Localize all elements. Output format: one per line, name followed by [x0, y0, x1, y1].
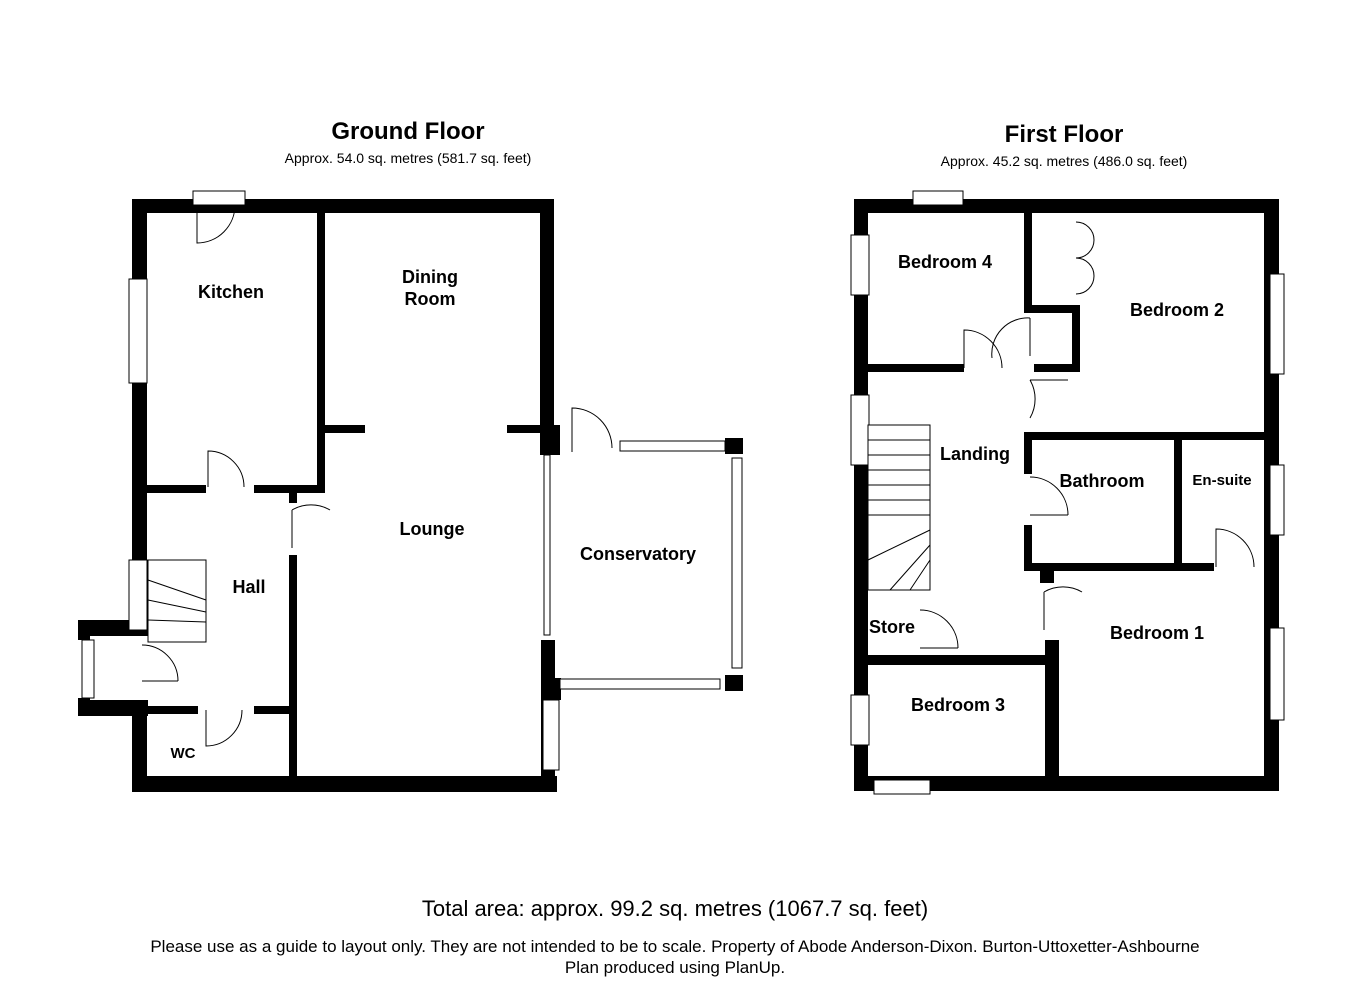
label-dining-line1: Dining: [402, 267, 458, 287]
label-store: Store: [869, 617, 915, 637]
disclaimer-line-1: Please use as a guide to layout only. Th…: [150, 937, 1200, 956]
first-floor-plan: [850, 190, 1285, 795]
first-floor-title: First Floor: [1004, 121, 1124, 148]
disclaimer-line-2: Plan produced using PlanUp.: [564, 958, 786, 977]
ground-floor-title: Ground Floor: [331, 118, 485, 145]
label-hall: Hall: [232, 577, 265, 597]
label-bedroom-3: Bedroom 3: [911, 695, 1005, 715]
disclaimer: Please use as a guide to layout only. Th…: [0, 936, 1350, 978]
label-bathroom: Bathroom: [1060, 471, 1145, 491]
label-dining-line2: Room: [405, 289, 456, 309]
label-lounge: Lounge: [400, 519, 465, 539]
label-bedroom-2: Bedroom 2: [1130, 300, 1224, 320]
label-bedroom-1: Bedroom 1: [1110, 623, 1204, 643]
label-bedroom-4: Bedroom 4: [898, 252, 992, 272]
label-kitchen: Kitchen: [198, 282, 264, 302]
ground-floor-area: Approx. 54.0 sq. metres (581.7 sq. feet): [284, 150, 532, 166]
ground-floor-plan: [78, 190, 743, 792]
total-area: Total area: approx. 99.2 sq. metres (106…: [421, 896, 929, 921]
label-wc: WC: [171, 745, 196, 762]
label-landing: Landing: [940, 444, 1010, 464]
label-en-suite: En-suite: [1192, 472, 1251, 489]
label-conservatory: Conservatory: [580, 544, 696, 564]
first-floor-area: Approx. 45.2 sq. metres (486.0 sq. feet): [940, 153, 1188, 169]
